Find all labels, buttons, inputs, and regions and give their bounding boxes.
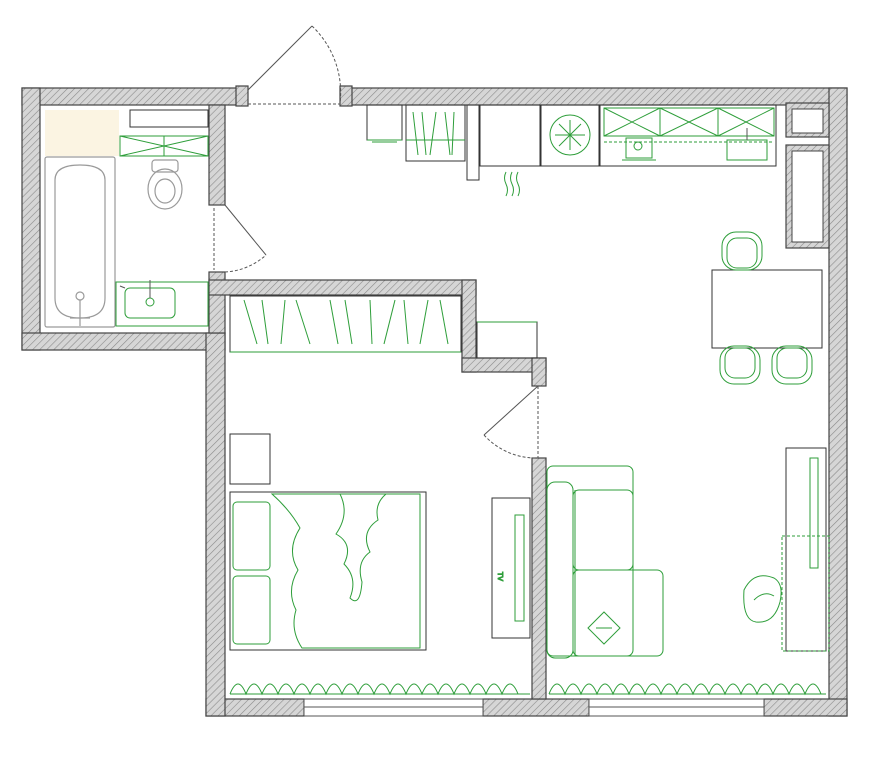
bathroom-shelf (129, 109, 209, 128)
kitchen-rack (405, 104, 466, 162)
nightstand (229, 433, 271, 485)
bedroom: TV (229, 295, 531, 696)
walls (21, 85, 848, 717)
kitchen-column (466, 104, 480, 181)
desk (781, 447, 830, 652)
kitchen-cabinet-small (366, 104, 403, 143)
wall-bottom-mid (482, 698, 590, 717)
wall-bathroom-partition-upper (208, 104, 226, 206)
doors (213, 25, 539, 459)
bathtub-icon (44, 156, 116, 328)
tv-unit: TV (491, 497, 531, 639)
wall-bathroom-bottom (21, 332, 226, 351)
wall-bottom-right (763, 698, 848, 717)
wall-pillar-right (339, 85, 353, 107)
column-inner-1 (791, 108, 824, 134)
dining-area (711, 231, 823, 385)
wall-bedroom-top (208, 279, 477, 296)
wall-left-bedroom (205, 332, 226, 717)
column-inner-2 (791, 150, 824, 243)
bedroom-door[interactable] (483, 385, 539, 459)
windows (303, 698, 765, 717)
bathroom (44, 109, 209, 328)
bathroom-shelf-highlight (45, 110, 119, 156)
bed (229, 491, 427, 651)
chair-bottom-right (771, 345, 813, 385)
bathroom-door[interactable] (213, 204, 267, 273)
hob-icon (622, 137, 656, 161)
desk-chair (743, 575, 782, 623)
wall-top-left (21, 87, 248, 106)
kitchen-counter-1 (479, 104, 541, 167)
pillow-icon (587, 611, 621, 645)
chair-bottom-left (719, 345, 761, 385)
toilet-cabinet (119, 135, 209, 157)
entrance-door[interactable] (247, 25, 342, 105)
tv-label: TV (496, 571, 504, 581)
wall-top-right (340, 87, 848, 106)
toilet-icon (147, 159, 183, 210)
wall-pillar-left (235, 85, 249, 107)
wall-right (828, 87, 848, 717)
kitchen-upper-cabinets (599, 104, 777, 167)
snowflake-icon (540, 104, 600, 167)
heat-wave-icon (504, 171, 520, 197)
wall-left-bathroom (21, 87, 41, 351)
living-room (476, 321, 830, 696)
kitchen-sink (726, 128, 768, 161)
bedroom-curtain (229, 683, 519, 696)
wall-bedroom-right-step2 (531, 357, 547, 387)
bedroom-wardrobe (229, 295, 462, 353)
sink-icon (115, 280, 209, 327)
dining-table (711, 269, 823, 349)
living-cabinet (476, 321, 538, 359)
living-curtain (548, 683, 822, 696)
kitchen (366, 104, 777, 197)
wall-bedroom-right-lower (531, 457, 547, 700)
chair-top (721, 231, 763, 271)
sofa (546, 465, 664, 659)
